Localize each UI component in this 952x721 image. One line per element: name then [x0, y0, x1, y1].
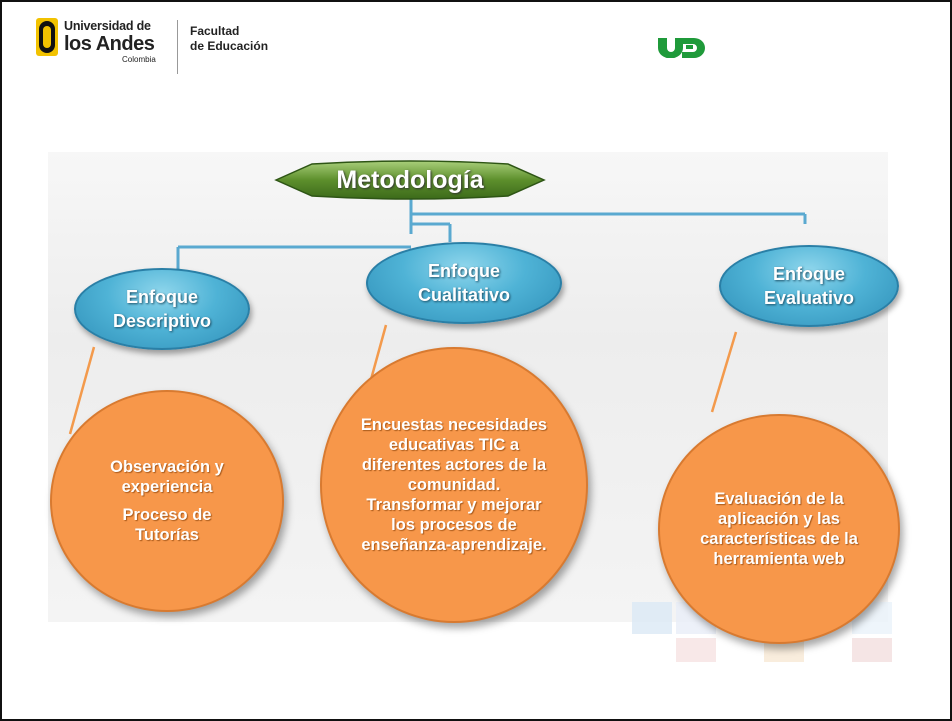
- university-shield-icon: [36, 18, 58, 56]
- detail-descriptive-text-b: Proceso de Tutorías: [122, 506, 212, 544]
- header-divider: [177, 20, 178, 74]
- university-name: Universidad de los Andes Colombia: [64, 20, 156, 64]
- approach-qualitative-line1: Enfoque: [427, 261, 500, 281]
- detail-qualitative-text: Encuestas necesidades educativas TIC a d…: [360, 416, 548, 554]
- approach-evaluative-line2: Evaluativo: [763, 288, 855, 308]
- university-line3: Colombia: [122, 54, 156, 64]
- detail-descriptive-text-a: Observación y experiencia: [110, 458, 224, 496]
- title-text: Metodología: [336, 165, 484, 194]
- approach-descriptive-line1: Enfoque: [125, 287, 198, 307]
- ud-logo-icon: [658, 38, 705, 58]
- detail-descriptive: Observación y experiencia Proceso de Tut…: [50, 390, 284, 612]
- approach-descriptive: Enfoque Descriptivo: [74, 268, 250, 350]
- detail-qualitative: Encuestas necesidades educativas TIC a d…: [320, 347, 588, 623]
- approach-evaluative: Enfoque Evaluativo: [719, 245, 899, 327]
- detail-evaluative-text: Evaluación de la aplicación y las caract…: [700, 490, 858, 568]
- approach-qualitative-line2: Cualitativo: [417, 285, 510, 305]
- university-line2: los Andes: [64, 32, 155, 55]
- methodology-title: Metodología: [272, 160, 548, 200]
- faculty-line1: Facultad: [190, 24, 240, 38]
- approach-descriptive-line2: Descriptivo: [112, 311, 212, 331]
- faculty-name: Facultad de Educación: [190, 24, 268, 54]
- university-line1: Universidad de: [64, 19, 151, 33]
- detail-evaluative: Evaluación de la aplicación y las caract…: [658, 414, 900, 644]
- title-arrow-shape: [274, 160, 546, 200]
- approach-evaluative-line1: Enfoque: [772, 264, 845, 284]
- faculty-line2: de Educación: [190, 39, 269, 53]
- approach-qualitative: Enfoque Cualitativo: [366, 242, 562, 324]
